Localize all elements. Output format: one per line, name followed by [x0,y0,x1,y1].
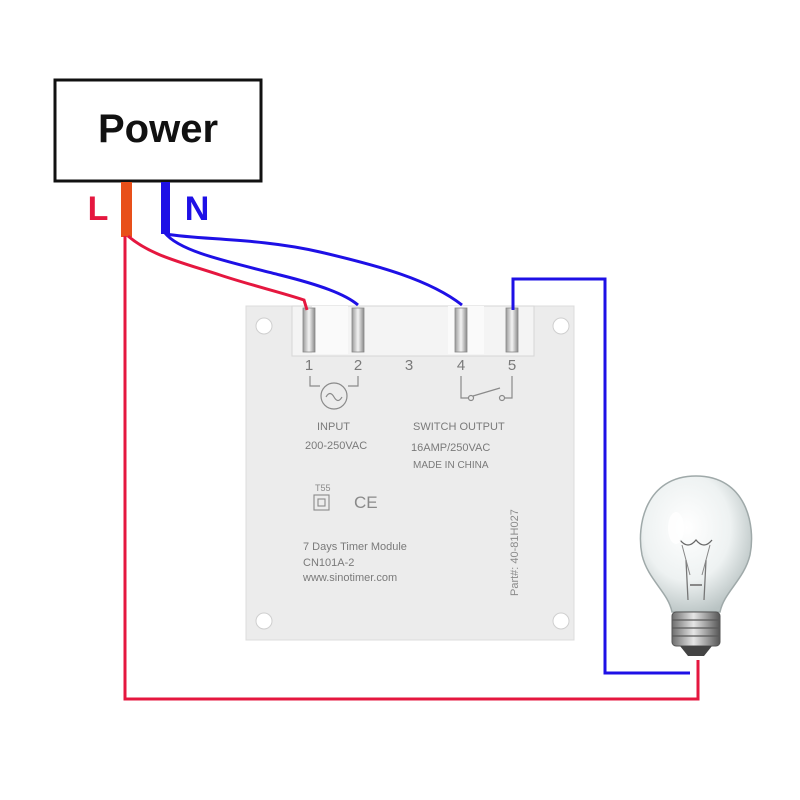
terminal-screw-1 [302,307,316,353]
mounting-hole [552,612,570,630]
terminal-number-2: 2 [354,357,362,374]
terminal-number-3: 3 [405,357,413,374]
part-number: Part#: 40-81H027 [509,509,521,596]
output-rating: 16AMP/250VAC [411,442,490,454]
live-wire-to-lamp [123,236,700,701]
power-label: Power [98,107,218,151]
output-title: SWITCH OUTPUT [413,421,505,433]
ac-input-symbol-icon [309,376,359,410]
timer-module: 1 2 3 4 5 INPUT 200-250VAC SWITCH OUTPUT… [245,305,575,641]
terminal-screw-5 [505,307,519,353]
temp-rating: T55 [315,483,331,493]
light-bulb-icon [639,475,753,656]
neutral-label: N [185,190,210,228]
terminal-number-4: 4 [457,357,465,374]
model-number: CN101A-2 [303,557,354,569]
terminal-screw-4 [454,307,468,353]
ce-mark: CE [354,493,378,512]
double-insulation-icon [313,494,330,511]
relay-switch-symbol-icon [460,376,513,402]
mounting-hole [552,317,570,335]
neutral-terminal [161,182,170,234]
live-terminal [121,182,132,237]
neutral-wire-to-terminal-4 [165,232,463,307]
product-name: 7 Days Timer Module [303,541,407,553]
live-wire-to-terminal-1 [127,234,309,311]
mounting-hole [255,612,273,630]
website: www.sinotimer.com [302,572,397,584]
terminal-number-1: 1 [305,357,313,374]
mounting-hole [255,317,273,335]
live-label: L [88,190,109,228]
neutral-wire-to-terminal-2 [163,232,359,307]
input-title: INPUT [317,421,350,433]
switched-wire-to-lamp [511,277,690,675]
input-voltage: 200-250VAC [305,440,367,452]
terminal-screw-2 [351,307,365,353]
origin-label: MADE IN CHINA [413,460,489,471]
power-box: Power [53,78,263,183]
terminal-number-5: 5 [508,357,516,374]
